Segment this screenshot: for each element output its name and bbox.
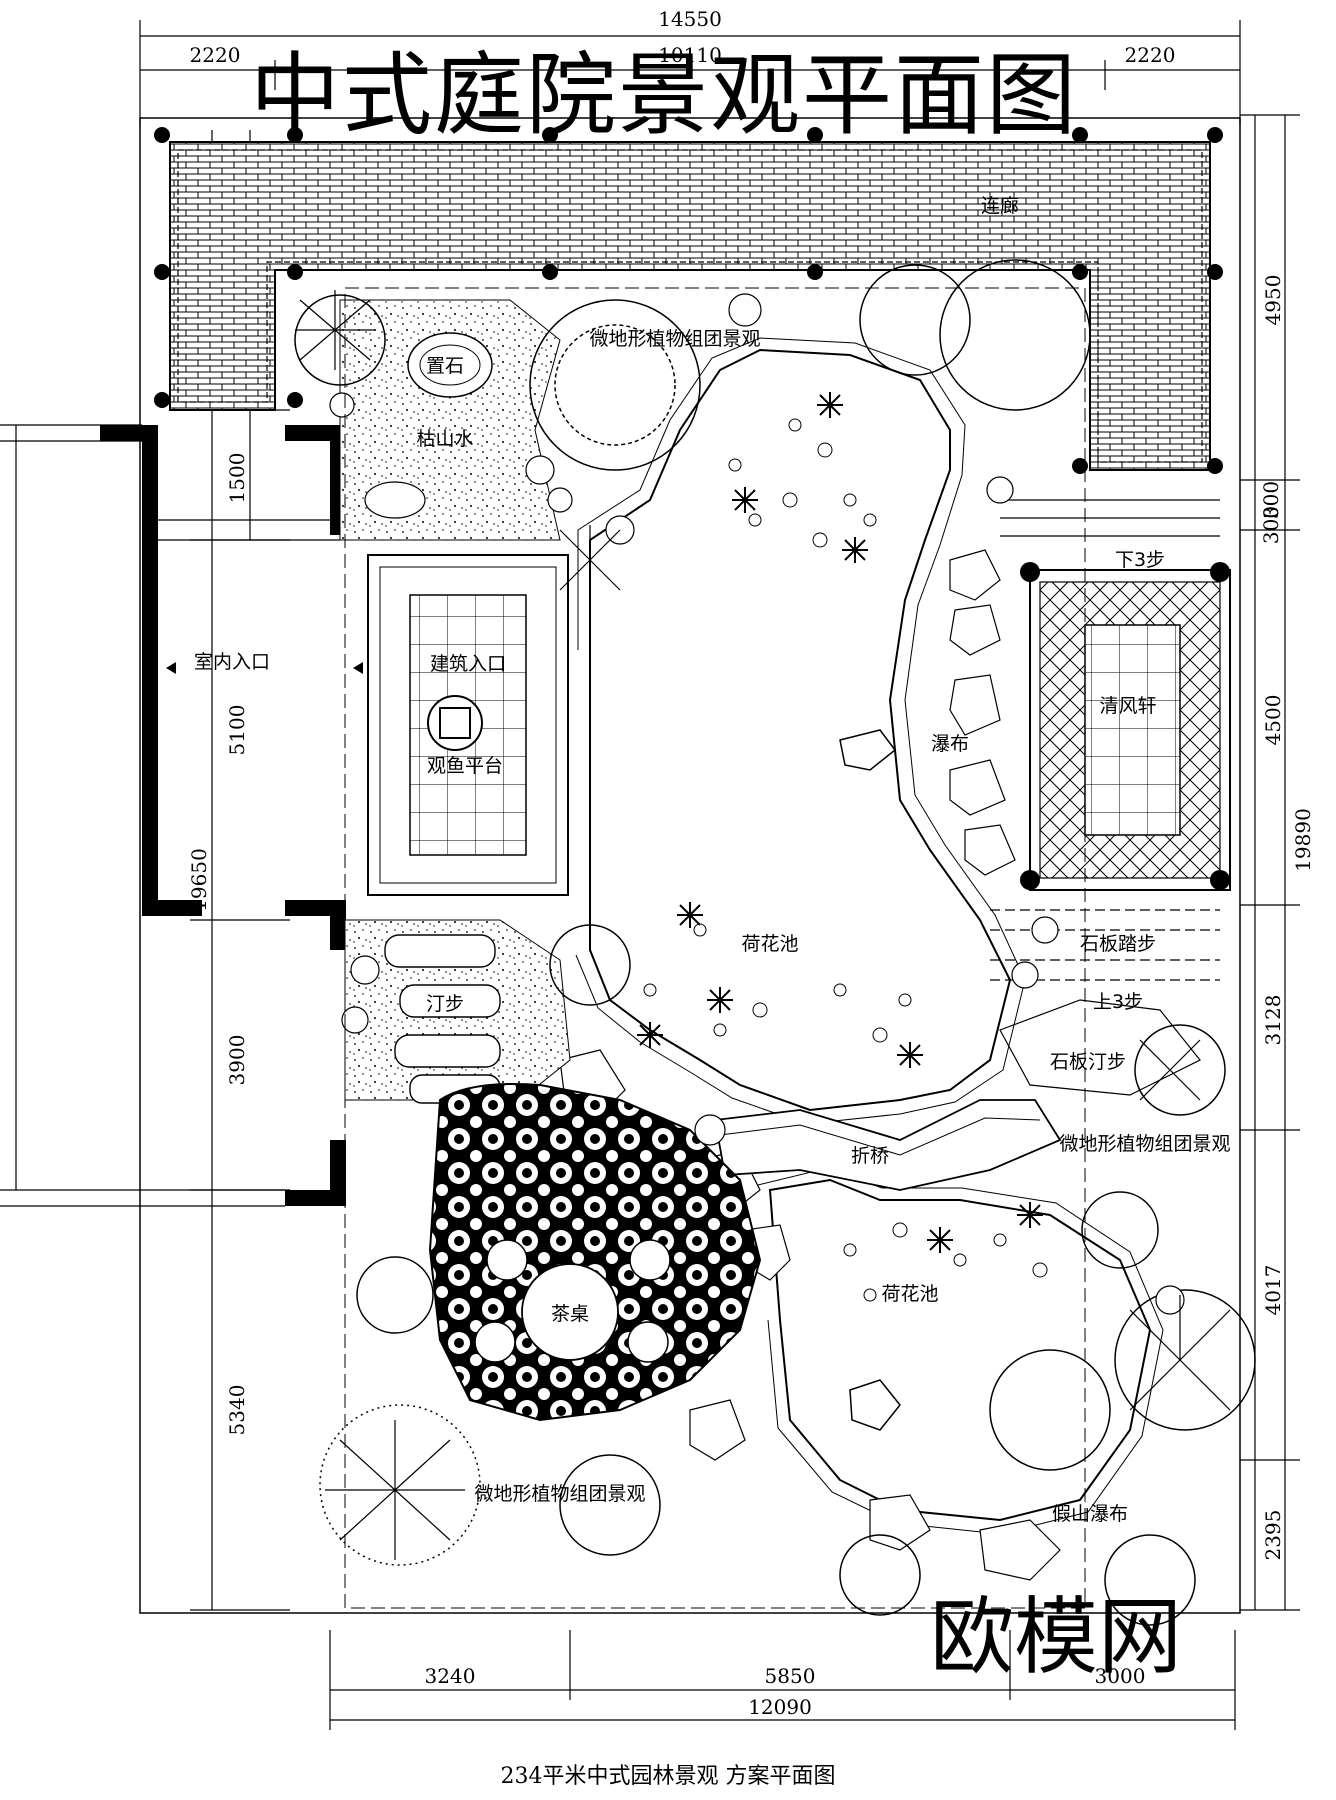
label-waterfall: 瀑布 xyxy=(931,733,969,755)
dim-left-c: 1500 xyxy=(225,453,249,504)
dim-bottom-b: 5850 xyxy=(765,1664,816,1688)
label-steps-up: 上3步 xyxy=(1093,991,1143,1013)
label-lotus-pond-2: 荷花池 xyxy=(881,1283,938,1305)
dim-top-left: 2220 xyxy=(190,43,241,67)
label-building-entry: 建筑入口 xyxy=(430,653,506,675)
dim-right-d: 4500 xyxy=(1261,695,1285,746)
building-entry-arrow-icon xyxy=(353,662,363,674)
building-edge-lines xyxy=(0,424,340,1207)
indoor-entry-arrow-icon xyxy=(166,662,176,674)
dim-left-d: 5100 xyxy=(225,705,249,756)
label-lotus-pond-1: 荷花池 xyxy=(741,933,798,955)
site-boundary xyxy=(139,117,1241,1614)
dim-right-b: 300 xyxy=(1259,481,1283,519)
dry-landscape-gravel xyxy=(339,299,561,541)
feature-stone xyxy=(407,332,493,398)
shrubs xyxy=(329,293,1185,1315)
label-pavilion: 清风轩 xyxy=(1099,695,1156,717)
brand-watermark: 欧模网 xyxy=(930,1588,1183,1686)
lotus-leaves xyxy=(643,418,1048,1302)
building-walls xyxy=(100,425,346,1206)
garden-boundary xyxy=(344,287,1086,1609)
dim-right-c: 300 xyxy=(1259,506,1283,544)
label-stone-steps: 石板踏步 xyxy=(1080,933,1156,955)
label-stepping-stones: 汀步 xyxy=(426,993,464,1015)
label-plant-group-right: 微地形植物组团景观 xyxy=(1059,1133,1230,1155)
bottom-dimension-lines xyxy=(329,1630,1236,1730)
dim-right-f: 3128 xyxy=(1261,995,1285,1046)
label-viewing-deck: 观鱼平台 xyxy=(427,755,503,777)
label-steps-down: 下3步 xyxy=(1115,549,1165,571)
dim-right-g: 4017 xyxy=(1261,1265,1285,1316)
trees-canopy xyxy=(294,259,1256,1626)
stone-steps xyxy=(990,499,1220,1096)
dim-right-a: 4950 xyxy=(1261,275,1285,326)
deck-medallion-icon xyxy=(427,695,483,751)
label-rockery-waterfall: 假山瀑布 xyxy=(1052,1503,1128,1525)
dim-right-e: 19890 xyxy=(1291,808,1315,872)
dim-bottom-c: 3000 xyxy=(1095,1664,1146,1688)
label-plant-group-bottom: 微地形植物组团景观 xyxy=(474,1483,645,1505)
top-dimension-lines xyxy=(139,20,1241,125)
lotus-pond-lower xyxy=(768,1178,1152,1522)
plan-title: 中式庭院景观平面图 xyxy=(250,43,1078,148)
plan-caption: 234平米中式园林景观 方案平面图 xyxy=(500,1764,836,1789)
label-dry-landscape: 枯山水 xyxy=(416,428,473,450)
dim-left-g: 5340 xyxy=(225,1385,249,1436)
corridor-paving xyxy=(169,141,1211,471)
tea-stools xyxy=(474,1239,671,1363)
label-stone-stepping: 石板汀步 xyxy=(1050,1051,1126,1073)
lotus-pond-upper xyxy=(589,348,1012,1112)
label-rockery-area: 微地形植物组团景观 xyxy=(589,328,760,350)
label-zigzag-bridge: 折桥 xyxy=(851,1145,889,1167)
lotus-flowers xyxy=(637,392,1043,1253)
pavilion-columns xyxy=(1020,562,1230,890)
label-corridor: 连廊 xyxy=(981,195,1019,217)
dim-right-h: 2395 xyxy=(1261,1510,1285,1561)
dim-top-total: 14550 xyxy=(658,7,722,31)
tea-table xyxy=(521,1263,619,1361)
dim-top-right: 2220 xyxy=(1125,43,1176,67)
dim-top-mid: 10110 xyxy=(658,43,722,67)
label-indoor-entry: 室内入口 xyxy=(194,651,270,673)
corridor-fret-border xyxy=(177,149,1203,463)
dim-bottom-a: 3240 xyxy=(425,1664,476,1688)
dim-left-f: 3900 xyxy=(225,1035,249,1086)
corridor-columns xyxy=(154,127,1223,474)
label-tea-table: 茶桌 xyxy=(551,1303,589,1325)
palm-trees xyxy=(295,290,1231,1560)
label-stone: 置石 xyxy=(426,355,464,377)
dim-bottom-total: 12090 xyxy=(748,1695,812,1719)
